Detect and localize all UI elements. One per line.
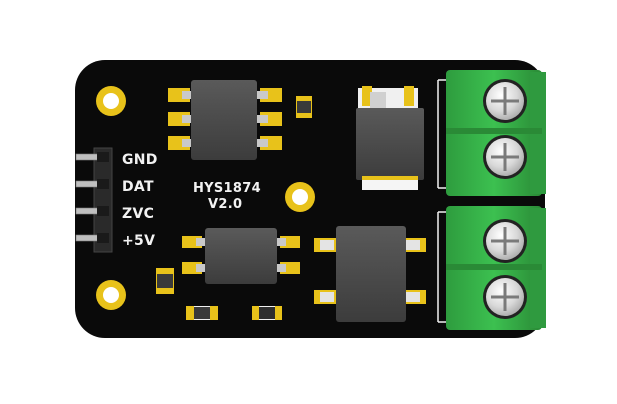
board-version: V2.0 <box>208 197 243 212</box>
pin-label-5v: +5V <box>122 233 156 249</box>
board-name: HYS1874 <box>193 181 261 196</box>
pin-label-dat: DAT <box>122 179 154 195</box>
screw-terminal-top <box>446 70 546 196</box>
smd-resistor-bottom-1 <box>186 306 218 320</box>
optocoupler-chip-top <box>168 80 282 160</box>
mounting-hole-top-left <box>96 86 126 116</box>
triac-package <box>356 86 424 190</box>
pin-label-gnd: GND <box>122 152 158 168</box>
mounting-hole-center <box>285 182 315 212</box>
smd-resistor-bottom-2 <box>252 306 282 320</box>
screw-terminal-bottom <box>446 206 546 330</box>
pin-header <box>75 147 113 253</box>
power-chip-bottom-right <box>314 226 426 322</box>
smd-capacitor-left <box>156 268 174 294</box>
optocoupler-chip-bottom <box>182 228 300 284</box>
smd-resistor-top <box>296 96 312 118</box>
pin-label-zvc: ZVC <box>122 206 155 222</box>
mounting-hole-bottom-left <box>96 280 126 310</box>
